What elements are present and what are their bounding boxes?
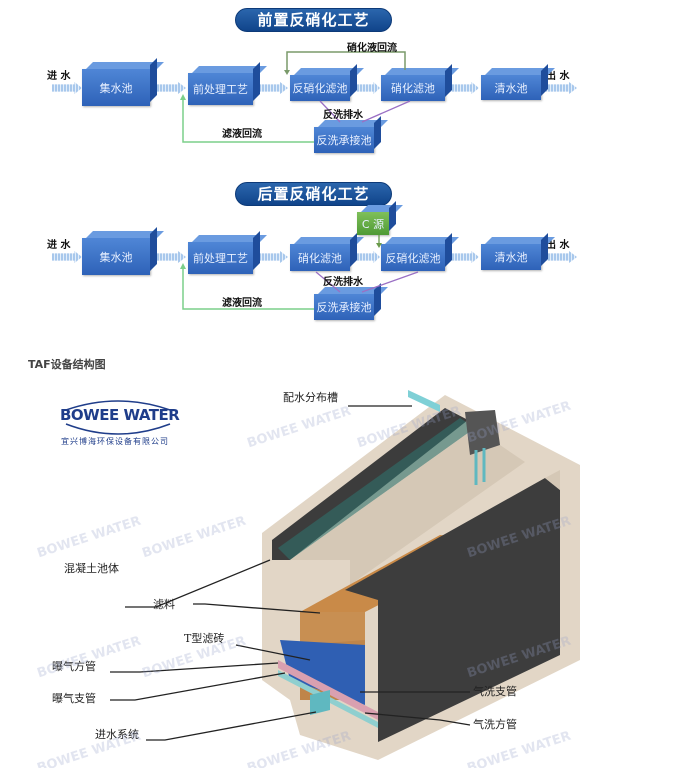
logo-text: BOWEE WATER	[60, 406, 180, 424]
flow-arrow	[545, 82, 577, 94]
flow-arrow	[154, 82, 186, 94]
flow-arrow	[354, 82, 380, 94]
process-box: 前处理工艺	[188, 73, 253, 105]
inlet-pipe	[310, 690, 330, 715]
diagram-title: 后置反硝化工艺	[235, 182, 392, 206]
label-filter-media: 滤料	[153, 598, 175, 611]
backwash-label: 反洗排水	[323, 277, 363, 288]
process-box: 反洗承接池	[314, 294, 374, 320]
distribution-trough	[408, 390, 440, 412]
process-box: 清水池	[481, 244, 541, 270]
backwash-label: 反洗排水	[323, 110, 363, 121]
inlet-label: 进 水	[47, 71, 71, 82]
process-box: 反硝化滤池	[290, 75, 350, 101]
flow-arrow	[256, 82, 288, 94]
process-box: 清水池	[481, 75, 541, 100]
flow-arrow	[545, 251, 577, 263]
connector-lines	[180, 51, 411, 143]
flow-arrow	[154, 251, 186, 263]
process-box: 反硝化滤池	[381, 244, 445, 271]
recycle-label: 硝化液回流	[347, 43, 397, 54]
process-box: 硝化滤池	[381, 75, 445, 101]
filtrate-label: 滤液回流	[222, 298, 262, 309]
outlet-label: 出 水	[546, 240, 570, 251]
t-brick-layer	[280, 640, 365, 705]
carbon-source-box: C 源	[357, 212, 389, 235]
connector-lines	[180, 235, 419, 310]
flow-arrow	[52, 82, 82, 94]
inlet-label: 进 水	[47, 240, 71, 251]
label-t-brick: T型滤砖	[184, 632, 225, 645]
flow-arrow	[52, 251, 82, 263]
leader-lines	[110, 405, 471, 741]
flow-arrow	[449, 251, 479, 263]
label-aeration-main: 曝气方管	[52, 660, 96, 673]
label-distribution-trough: 配水分布槽	[283, 391, 338, 404]
outlet-label: 出 水	[546, 71, 570, 82]
logo-subtitle: 宜兴博海环保设备有限公司	[61, 437, 169, 446]
process-box: 前处理工艺	[188, 242, 253, 274]
label-air-wash-branch: 气洗支管	[473, 685, 517, 698]
label-air-wash-main: 气洗方管	[473, 718, 517, 731]
process-box: 硝化滤池	[290, 244, 350, 271]
section-heading: TAF设备结构图	[28, 358, 106, 371]
label-inlet-system: 进水系统	[95, 728, 139, 741]
flow-arrow	[354, 251, 380, 263]
label-concrete-body: 混凝土池体	[64, 562, 119, 575]
process-box: 集水池	[82, 69, 150, 106]
process-box: 反洗承接池	[314, 127, 374, 153]
logo-swoosh	[65, 400, 171, 435]
diagram-title: 前置反硝化工艺	[235, 8, 392, 32]
flow-arrow	[256, 251, 288, 263]
distribution-box	[465, 410, 500, 455]
label-aeration-branch: 曝气支管	[52, 692, 96, 705]
process-box: 集水池	[82, 238, 150, 275]
side-wall	[345, 478, 560, 742]
filtrate-label: 滤液回流	[222, 129, 262, 140]
flow-arrow	[449, 82, 479, 94]
